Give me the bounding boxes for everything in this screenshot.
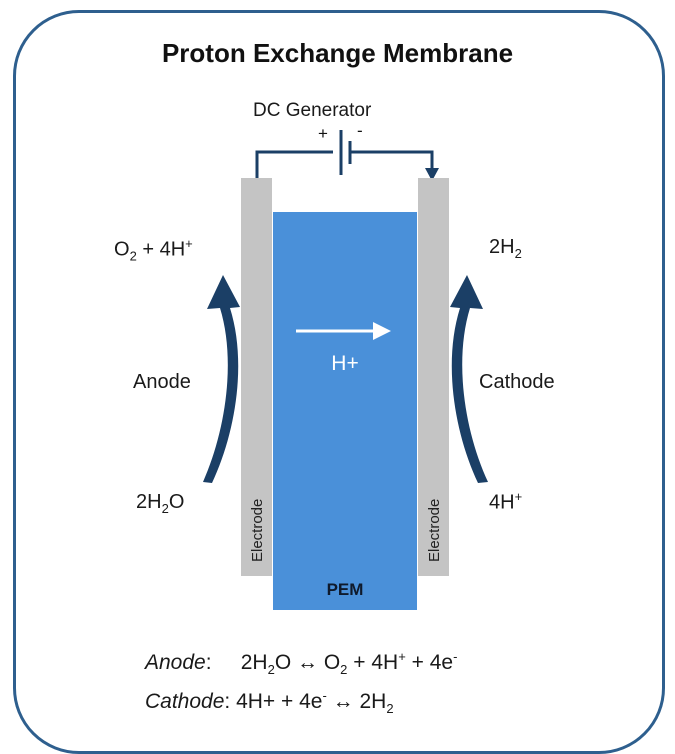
generator-label: DC Generator [253, 100, 372, 121]
minus-sign: - [357, 121, 363, 140]
cathode-output-label: 2H2 [489, 236, 522, 261]
pem-label: PEM [326, 580, 364, 599]
anode-reaction-arrow [203, 275, 240, 483]
pem-membrane: H+ PEM [273, 212, 417, 610]
wire-arrowhead [425, 168, 439, 181]
plus-sign: + [318, 124, 328, 143]
anode-electrode: Electrode [241, 178, 272, 576]
anode-output-label: O2 + 4H+ [114, 236, 193, 264]
cathode-equation: Cathode: 4H+ + 4e- ↔ 2H2 [145, 688, 394, 717]
anode-input-label: 2H2O [136, 491, 185, 516]
proton-flow-label: H+ [331, 352, 359, 375]
wire-left [255, 150, 333, 178]
cathode-reaction-arrow [450, 275, 488, 483]
anode-equation-label: Anode [145, 651, 206, 674]
cathode-equation-label: Cathode [145, 690, 225, 713]
cathode-label: Cathode [479, 371, 555, 393]
anode-equation: Anode: 2H2O ↔ O2 + 4H+ + 4e- [145, 649, 458, 678]
cathode-input-label: 4H+ [489, 489, 523, 514]
wire-right [350, 150, 434, 170]
anode-label: Anode [133, 371, 191, 393]
proton-flow-arrowhead [373, 322, 391, 340]
diagram-title: Proton Exchange Membrane [161, 38, 514, 68]
cathode-electrode: Electrode [418, 178, 449, 576]
